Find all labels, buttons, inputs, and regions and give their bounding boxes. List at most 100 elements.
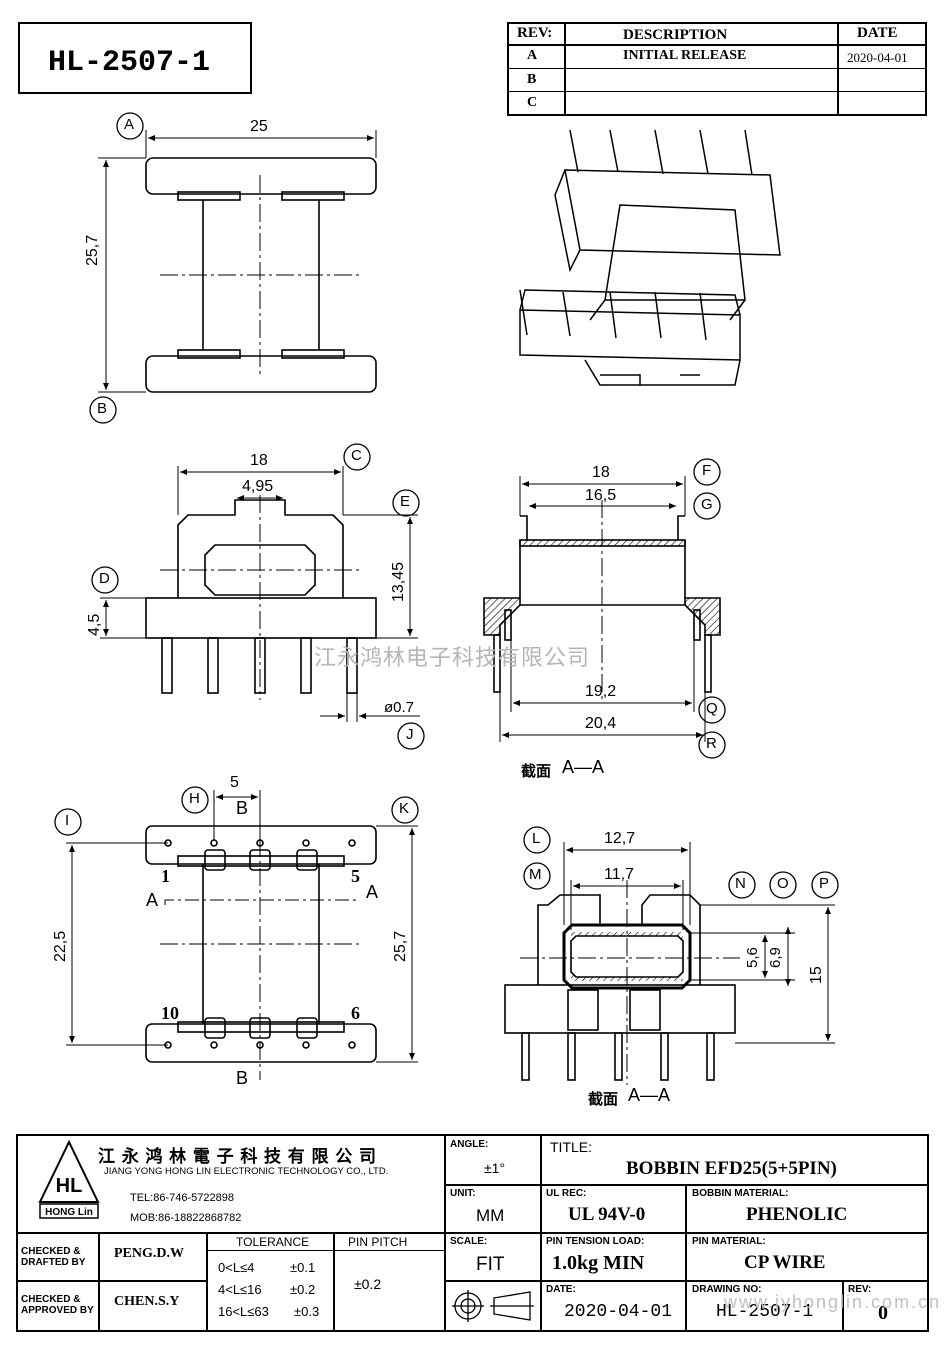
rev-value: 0 xyxy=(878,1302,888,1324)
date-header: DATE xyxy=(857,25,898,41)
section-mark-b-top: B xyxy=(236,798,249,818)
company-watermark: 江永鸿林电子科技有限公司 xyxy=(314,645,591,670)
company-mob: MOB:86-18822868782 xyxy=(130,1212,242,1224)
callout-o: O xyxy=(777,875,789,892)
dim-25: 25 xyxy=(250,118,268,135)
dim-15: 15 xyxy=(808,966,825,984)
rev-row-c: C xyxy=(527,95,538,110)
company-name-cn: 江 永 鸿 林 電 子 科 技 有 限 公 司 xyxy=(98,1147,377,1166)
section-mark-a-left: A xyxy=(146,890,159,910)
company-name-en: JIANG YONG HONG LIN ELECTRONIC TECHNOLOG… xyxy=(104,1166,389,1177)
company-logo: HL HONG Lin xyxy=(38,1140,100,1219)
rev-row-b: B xyxy=(527,72,537,87)
part-number: HL-2507-1 xyxy=(48,46,211,80)
pin-material-value: CP WIRE xyxy=(744,1252,826,1273)
dim-pin-diameter: ø0.7 xyxy=(384,699,415,716)
pin-tension-value: 1.0kg MIN xyxy=(552,1252,645,1274)
callout-e: E xyxy=(400,493,411,510)
callout-f: F xyxy=(702,462,712,479)
callout-p: P xyxy=(819,875,830,892)
callout-m: M xyxy=(529,866,542,883)
section-name-1: A—A xyxy=(562,757,605,777)
section-name-2: A—A xyxy=(628,1085,671,1105)
pin-label-10: 10 xyxy=(161,1003,179,1023)
website-watermark: www.jyhonglin.com.cn xyxy=(724,1292,942,1312)
company-tel: TEL:86-746-5722898 xyxy=(130,1192,234,1204)
ul-rec-label: UL REC: xyxy=(546,1188,587,1199)
pin-material-label: PIN MATERIAL: xyxy=(692,1236,766,1247)
checked-drafted-label: CHECKED & DRAFTED BY xyxy=(21,1246,86,1268)
checked-approved-label: CHECKED & APPROVED BY xyxy=(21,1294,94,1316)
angle-label: ANGLE: xyxy=(450,1139,489,1150)
callout-r: R xyxy=(706,735,717,752)
dim-22-5: 22,5 xyxy=(52,930,69,962)
tolerance-range-3: 16<L≤63 xyxy=(218,1304,269,1319)
tolerance-range-2: 4<L≤16 xyxy=(218,1282,262,1297)
title-block: HL HONG Lin 江 永 鸿 林 電 子 科 技 有 限 公 司 JIAN… xyxy=(16,1134,939,1332)
section-mark-a-right: A xyxy=(366,882,379,902)
callout-q: Q xyxy=(706,700,718,717)
pin-pitch-label: PIN PITCH xyxy=(348,1235,408,1249)
dim-5-6: 5,6 xyxy=(744,947,761,968)
tolerance-value-1: ±0.1 xyxy=(290,1260,316,1275)
scale-value: FIT xyxy=(476,1254,505,1275)
drawing-no-value: HL-2507-1 xyxy=(716,1302,814,1322)
dim-4-5: 4,5 xyxy=(86,613,103,636)
dim-19-2: 19,2 xyxy=(585,683,617,700)
ul-rec-value: UL 94V-0 xyxy=(568,1204,646,1225)
scale-label: SCALE: xyxy=(450,1236,488,1247)
dim-6-9: 6,9 xyxy=(767,947,784,968)
dim-25-7-bottom: 25,7 xyxy=(392,930,409,962)
dim-12-7: 12,7 xyxy=(604,830,636,847)
tolerance-range-1: 0<L≤4 xyxy=(218,1260,255,1275)
logo-text: HL xyxy=(56,1175,83,1197)
tolerance-value-3: ±0.3 xyxy=(294,1304,320,1319)
bobbin-material-label: BOBBIN MATERIAL: xyxy=(692,1188,789,1199)
callout-a: A xyxy=(124,116,135,133)
dim-25-7: 25,7 xyxy=(84,234,101,266)
dim-13-45: 13,45 xyxy=(390,561,407,602)
date-label: DATE: xyxy=(546,1284,576,1295)
logo-sub: HONG Lin xyxy=(45,1207,93,1218)
callout-n: N xyxy=(735,875,746,892)
dim-4-95: 4,95 xyxy=(242,478,274,495)
rev-row-a-date: 2020-04-01 xyxy=(847,50,908,65)
callout-g: G xyxy=(701,496,713,513)
checked-drafted-value: PENG.D.W xyxy=(114,1246,184,1261)
section-label-1: 截面 xyxy=(521,763,552,780)
callout-d: D xyxy=(99,570,110,587)
pin-tension-label: PIN TENSION LOAD: xyxy=(546,1236,645,1247)
callout-b: B xyxy=(97,400,108,417)
dim-20-4: 20,4 xyxy=(585,715,617,732)
callout-c: C xyxy=(351,447,362,464)
dim-pitch-5: 5 xyxy=(230,774,239,791)
callout-h: H xyxy=(189,790,200,807)
date-value: 2020-04-01 xyxy=(564,1302,673,1322)
rev-row-a-description: INITIAL RELEASE xyxy=(623,48,747,63)
projection-symbol xyxy=(452,1290,534,1322)
rev-row-a: A xyxy=(527,48,538,63)
dim-11-7: 11,7 xyxy=(604,866,634,883)
pin-label-6: 6 xyxy=(351,1003,360,1023)
pin-label-5: 5 xyxy=(351,866,360,886)
dim-18-front: 18 xyxy=(250,452,268,469)
section-label-2: 截面 xyxy=(588,1091,619,1108)
tolerance-value-2: ±0.2 xyxy=(290,1282,316,1297)
callout-j: J xyxy=(406,726,414,743)
description-header: DESCRIPTION xyxy=(623,27,728,43)
section-mark-b-bottom: B xyxy=(236,1068,249,1088)
section-view-2 xyxy=(504,894,736,1081)
callout-i: I xyxy=(65,812,70,829)
isometric-view xyxy=(519,129,781,386)
callout-k: K xyxy=(399,800,410,817)
rev-header: REV: xyxy=(517,25,553,41)
part-number-box: HL-2507-1 xyxy=(18,22,252,94)
revision-table: REV: DESCRIPTION DATE A INITIAL RELEASE … xyxy=(507,22,927,116)
dim-18-section: 18 xyxy=(592,464,610,481)
callout-l: L xyxy=(532,830,541,847)
checked-approved-value: CHEN.S.Y xyxy=(114,1294,180,1309)
tolerance-label: TOLERANCE xyxy=(236,1235,310,1249)
pin-pitch-value: ±0.2 xyxy=(354,1276,382,1292)
angle-value: ±1° xyxy=(484,1160,506,1176)
dim-16-5: 16,5 xyxy=(585,487,617,504)
